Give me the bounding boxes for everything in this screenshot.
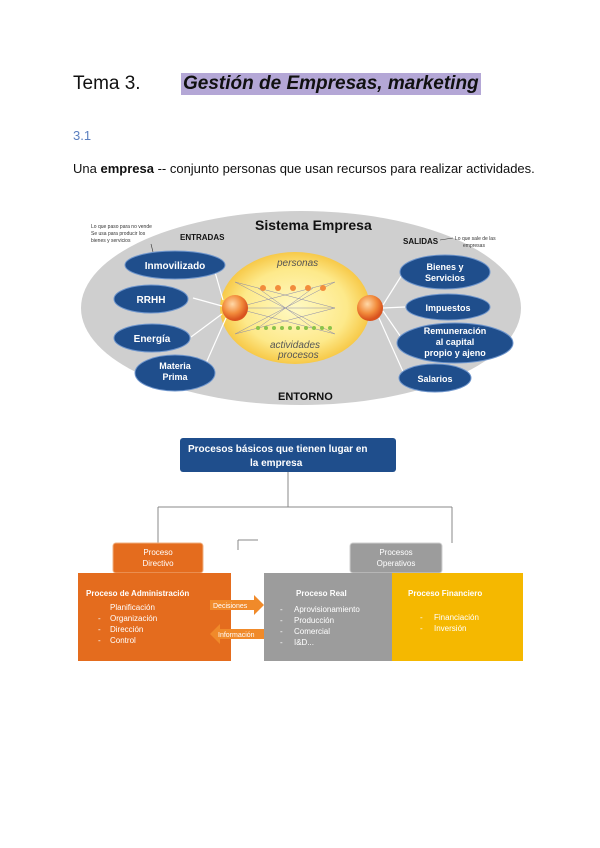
output-bienes-servicios: Bienes y Servicios	[399, 254, 491, 290]
real-bullet: -	[280, 638, 283, 647]
note-right-1: Lo que sale de las	[455, 236, 496, 242]
top-box-line1: Procesos básicos que tienen lugar en	[188, 444, 368, 455]
real-item: Aprovisionamiento	[294, 605, 360, 614]
intro-paragraph: Una empresa -- conjunto personas que usa…	[73, 161, 535, 176]
output-label: Salarios	[417, 374, 452, 384]
admin-item: Planificación	[110, 603, 155, 612]
note-right-2: empresas	[463, 243, 485, 249]
output-node	[357, 295, 383, 321]
fin-bullet: -	[420, 624, 423, 633]
directivo-box: Proceso Directivo	[112, 542, 204, 574]
real-bullet: -	[280, 605, 283, 614]
output-impuestos: Impuestos	[405, 293, 491, 321]
output-salarios: Salarios	[398, 363, 472, 393]
admin-item: Dirección	[110, 625, 143, 634]
operativos-line2: Operativos	[377, 559, 416, 568]
output-label-line3: propio y ajeno	[424, 348, 486, 358]
fin-item: Financiación	[434, 613, 479, 622]
admin-bullet: -	[98, 636, 101, 645]
output-label-line1: Remuneración	[424, 326, 487, 336]
output-remuneracion: Remuneración al capital propio y ajeno	[396, 322, 514, 364]
fin-title: Proceso Financiero	[408, 589, 482, 598]
entorno-label: ENTORNO	[278, 391, 333, 403]
output-label-line2: al capital	[436, 337, 475, 347]
operativos-line1: Procesos	[379, 548, 412, 557]
intro-bold: empresa	[100, 161, 154, 176]
activity-dots	[256, 326, 332, 330]
input-node	[222, 295, 248, 321]
entradas-label: ENTRADAS	[180, 233, 225, 242]
informacion-label: Información	[218, 632, 255, 639]
top-box: Procesos básicos que tienen lugar en la …	[180, 438, 396, 472]
directivo-line1: Proceso	[143, 548, 173, 557]
financiero-box: Proceso Financiero - Financiación - Inve…	[392, 573, 523, 661]
top-box-line2: la empresa	[250, 458, 303, 469]
note-left-3: bienes y servicios	[91, 238, 131, 244]
real-item: Comercial	[294, 627, 330, 636]
admin-bullet: -	[98, 625, 101, 634]
real-bullet: -	[280, 627, 283, 636]
intro-prefix: Una	[73, 161, 101, 176]
admin-bullet: -	[98, 614, 101, 623]
input-energia: Energía	[113, 323, 191, 353]
sistema-empresa-diagram: Sistema Empresa ENTRADAS SALIDAS ENTORNO…	[81, 211, 521, 405]
input-rrhh: RRHH	[113, 284, 189, 314]
input-inmovilizado: Inmovilizado	[124, 250, 226, 280]
center-actividades: actividades	[270, 340, 320, 351]
input-label: Inmovilizado	[145, 261, 206, 272]
admin-item: Organización	[110, 614, 157, 623]
section-number: 3.1	[73, 128, 92, 143]
real-box: Proceso Real - Aprovisionamiento - Produ…	[264, 573, 392, 661]
informacion-arrow: Información	[210, 624, 264, 644]
input-label: RRHH	[137, 295, 166, 306]
center-personas: personas	[276, 258, 318, 269]
output-label-line2: Servicios	[425, 273, 465, 283]
output-label-line1: Bienes y	[426, 262, 463, 272]
admin-box: Proceso de Administración Planificación …	[78, 573, 231, 661]
people-dots	[260, 285, 326, 291]
intro-rest: -- conjunto personas que usan recursos p…	[153, 161, 535, 176]
output-label: Impuestos	[425, 303, 470, 313]
admin-item: Control	[110, 636, 136, 645]
org-lines	[157, 472, 453, 550]
operativos-box: Procesos Operativos	[349, 542, 443, 574]
fin-bullet: -	[420, 613, 423, 622]
admin-title: Proceso de Administración	[86, 589, 189, 598]
real-item: Producción	[294, 616, 334, 625]
decisiones-arrow: Decisiones	[210, 595, 264, 615]
heading-tema: Tema 3.	[73, 73, 141, 94]
directivo-line2: Directivo	[142, 559, 174, 568]
page-title: Gestión de Empresas, marketing	[181, 73, 481, 95]
center-procesos: procesos	[277, 350, 319, 361]
note-left-1: Lo que paso para no vende	[91, 224, 152, 230]
decisiones-label: Decisiones	[213, 603, 248, 610]
real-item: I&D...	[294, 638, 314, 647]
procesos-diagram: Procesos básicos que tienen lugar en la …	[78, 438, 523, 661]
fin-item: Inversión	[434, 624, 466, 633]
network-lines	[234, 281, 336, 335]
real-bullet: -	[280, 616, 283, 625]
arrow-icon	[439, 237, 454, 241]
real-title: Proceso Real	[296, 589, 347, 598]
note-left-2: Se usa para producir los	[91, 231, 146, 237]
salidas-label: SALIDAS	[403, 237, 439, 246]
sistema-title: Sistema Empresa	[255, 217, 372, 233]
input-label: Energía	[134, 334, 171, 345]
